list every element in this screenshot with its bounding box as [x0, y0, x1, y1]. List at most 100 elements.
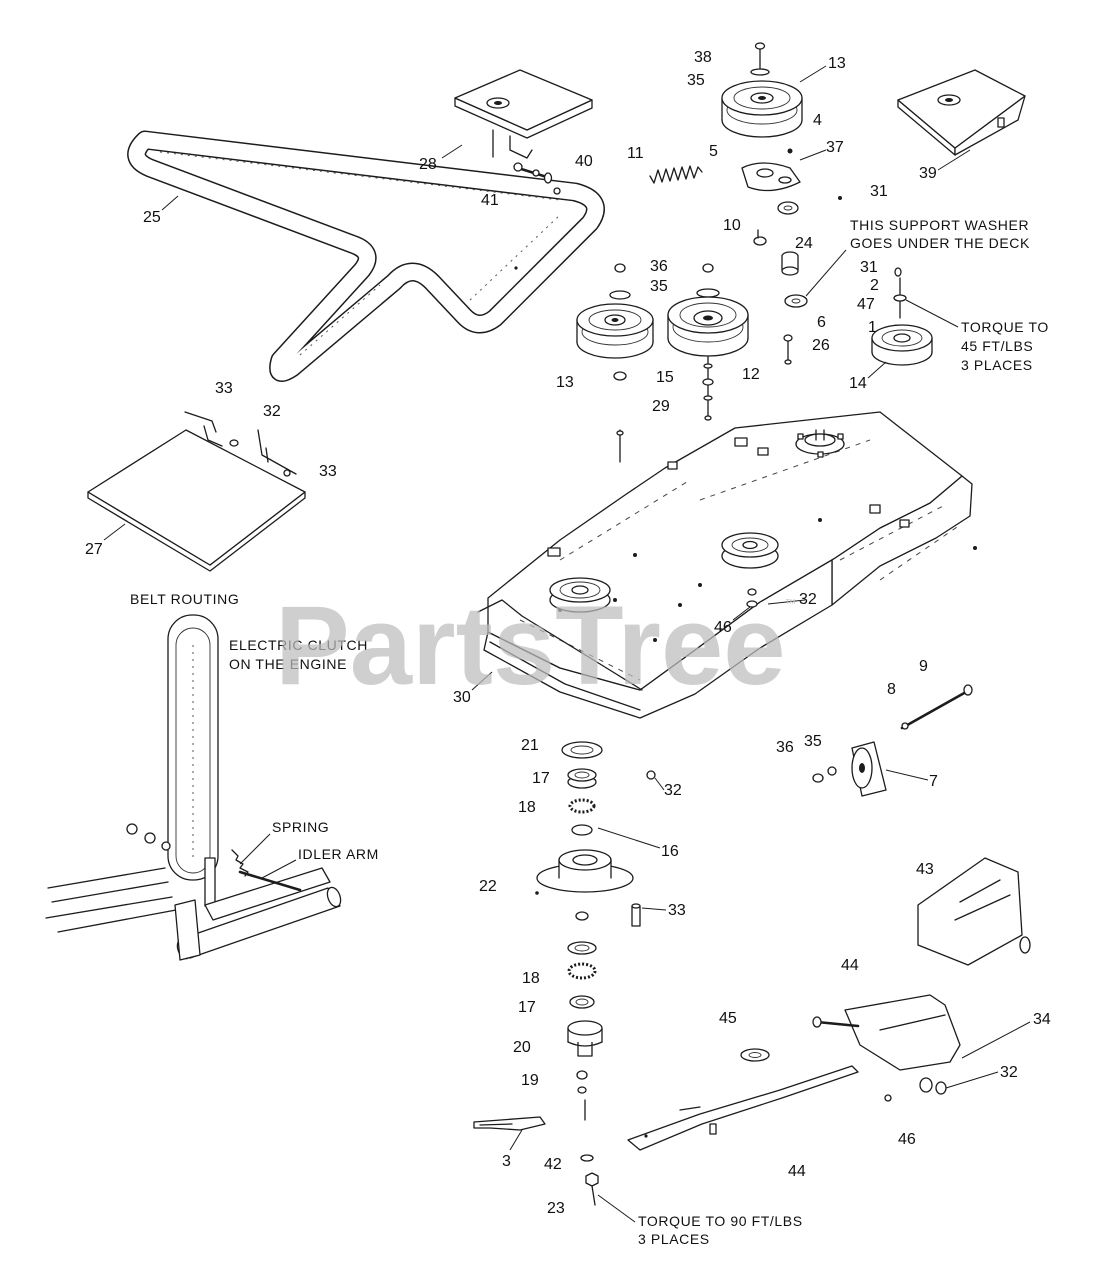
callout-21: 21 [521, 737, 539, 754]
callout-41: 41 [481, 192, 499, 209]
nut [646, 770, 656, 780]
callout-17: 17 [518, 999, 536, 1016]
callout-31: 31 [870, 183, 888, 200]
callout-4: 4 [813, 112, 822, 129]
callout-5: 5 [709, 143, 718, 160]
callout-25: 25 [143, 209, 161, 226]
callout-13: 13 [828, 55, 846, 72]
idler-arm-assembly [741, 148, 842, 365]
callout-36: 36 [650, 258, 668, 275]
callout-12: 12 [742, 366, 760, 383]
bolt-assembly [513, 162, 561, 195]
callout-6: 6 [817, 314, 826, 331]
callout-32: 32 [799, 591, 817, 608]
callout-16: 16 [661, 843, 679, 860]
belt-routing-diagram [45, 614, 342, 961]
callout-28: 28 [419, 156, 437, 173]
callout-18: 18 [522, 970, 540, 987]
torque-45-note: 3 PLACES [961, 357, 1033, 373]
callout-33: 33 [215, 380, 233, 397]
callout-23: 23 [547, 1200, 565, 1217]
callout-34: 34 [1033, 1011, 1051, 1028]
callout-44: 44 [841, 957, 859, 974]
callout-35: 35 [650, 278, 668, 295]
callout-13: 13 [556, 374, 574, 391]
deck-plate [454, 69, 593, 159]
leader-lines [103, 65, 1031, 1223]
drive-pulley [667, 263, 749, 421]
callout-32: 32 [1000, 1064, 1018, 1081]
callout-2: 2 [870, 277, 879, 294]
callout-14: 14 [849, 375, 867, 392]
callout-45: 45 [719, 1010, 737, 1027]
part-callouts: 38 35 13 4 37 5 11 40 28 41 31 39 25 10 … [85, 49, 1051, 1217]
electric-clutch-note: ELECTRIC CLUTCH [229, 637, 368, 653]
wheel-bracket [812, 994, 961, 1102]
anti-scalp-bracket [812, 684, 973, 797]
callout-7: 7 [929, 773, 938, 790]
callout-27: 27 [85, 541, 103, 558]
cover-plate [897, 69, 1026, 156]
torque-90-note: 3 PLACES [638, 1231, 710, 1247]
callout-33: 33 [319, 463, 337, 480]
callout-40: 40 [575, 153, 593, 170]
belt-cover-plate [87, 411, 306, 572]
idler-pulley-left [576, 263, 654, 381]
callout-42: 42 [544, 1156, 562, 1173]
mower-blade [473, 1065, 859, 1151]
watermark: PartsTree ™ [275, 583, 796, 708]
drive-belt [127, 130, 605, 382]
callout-39: 39 [919, 165, 937, 182]
callout-26: 26 [812, 337, 830, 354]
callout-1: 1 [868, 319, 877, 336]
deck-pulley-left [549, 577, 611, 613]
blade-adapter [740, 1048, 770, 1062]
deck-pulley-right [721, 532, 779, 608]
deck-spindle-hub [795, 429, 845, 458]
callout-8: 8 [887, 681, 896, 698]
callout-3: 3 [502, 1153, 511, 1170]
callout-46: 46 [898, 1131, 916, 1148]
idler-arm-label: IDLER ARM [298, 846, 379, 862]
callout-35: 35 [804, 733, 822, 750]
callout-11: 11 [627, 145, 644, 162]
callout-36: 36 [776, 739, 794, 756]
torque-45-note: TORQUE TO [961, 319, 1049, 335]
electric-clutch-note: ON THE ENGINE [229, 656, 347, 672]
callout-15: 15 [656, 369, 674, 386]
callout-18: 18 [518, 799, 536, 816]
callout-44: 44 [788, 1163, 806, 1180]
callout-24: 24 [795, 235, 813, 252]
callout-22: 22 [479, 878, 497, 895]
callout-32: 32 [664, 782, 682, 799]
tension-spring [649, 165, 703, 184]
trademark-symbol: ™ [785, 598, 796, 610]
idler-pulley-right [871, 267, 933, 366]
torque-90-note: TORQUE TO 90 FT/LBS [638, 1213, 803, 1229]
callout-10: 10 [723, 217, 741, 234]
callout-46: 46 [714, 619, 732, 636]
spring-label: SPRING [272, 819, 329, 835]
callout-29: 29 [652, 398, 670, 415]
callout-30: 30 [453, 689, 471, 706]
callout-19: 19 [521, 1072, 539, 1089]
callout-31: 31 [860, 259, 878, 276]
watermark-text: PartsTree [275, 583, 786, 708]
callout-33: 33 [668, 902, 686, 919]
belt-routing-title: BELT ROUTING [130, 591, 239, 607]
chute-housing [917, 857, 1031, 966]
callout-37: 37 [826, 139, 844, 156]
callout-38: 38 [694, 49, 712, 66]
callout-47: 47 [857, 296, 875, 313]
torque-45-note: 45 FT/LBS [961, 338, 1033, 354]
callout-20: 20 [513, 1039, 531, 1056]
support-washer-note: THIS SUPPORT WASHER [850, 217, 1029, 233]
callout-32: 32 [263, 403, 281, 420]
spindle-assembly [535, 741, 641, 1206]
support-washer-note: GOES UNDER THE DECK [850, 235, 1030, 251]
annotation-notes: THIS SUPPORT WASHER GOES UNDER THE DECK … [130, 217, 1049, 1247]
idler-pulley-top [721, 42, 803, 138]
callout-17: 17 [532, 770, 550, 787]
callout-9: 9 [919, 658, 928, 675]
